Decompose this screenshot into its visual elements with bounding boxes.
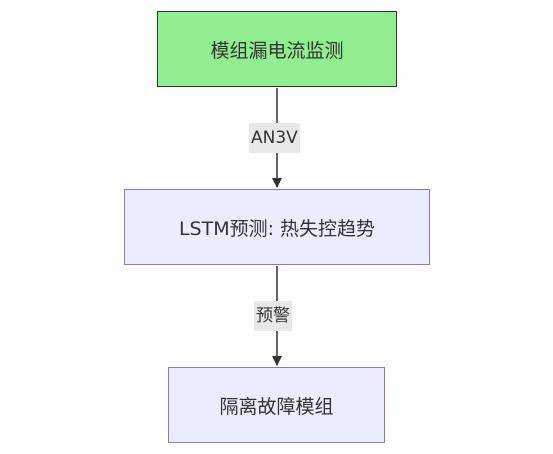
node-label-isolate: 隔离故障模组 xyxy=(219,395,334,418)
node-lstm-prediction: LSTM预测: 热失控趋势 xyxy=(124,189,430,265)
node-leakage-current-monitor: 模组漏电流监测 xyxy=(157,11,397,87)
node-label-predict: LSTM预测: 热失控趋势 xyxy=(178,217,376,240)
edge-label-an3v: AN3V xyxy=(249,123,300,153)
node-isolate-faulty-module: 隔离故障模组 xyxy=(168,367,385,443)
node-label-monitor: 模组漏电流监测 xyxy=(210,39,344,62)
edge-label-warning: 预警 xyxy=(254,301,292,331)
